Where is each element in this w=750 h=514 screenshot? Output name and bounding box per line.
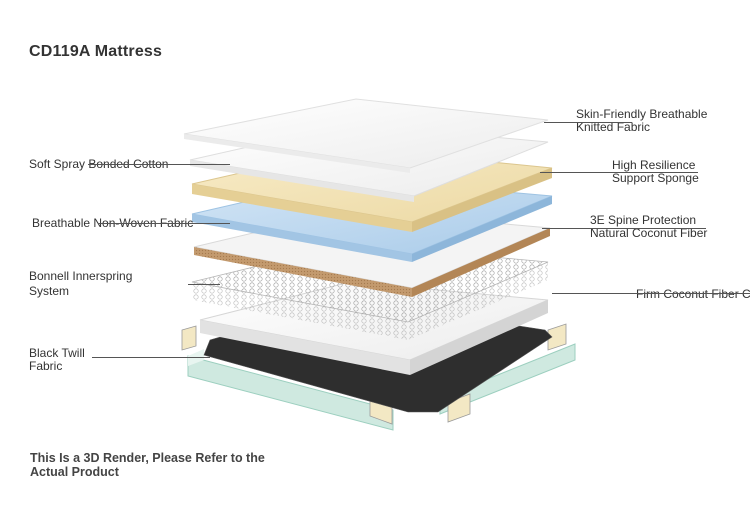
label-black-twill-fabric: Black Twill Fabric bbox=[29, 346, 85, 373]
leader-line-spine-protection bbox=[542, 228, 706, 229]
label-firm-coconut-fiber: Firm Coconut Fiber Cu bbox=[636, 287, 750, 301]
leader-line-non-woven bbox=[98, 223, 230, 224]
label-high-resilience-sponge: High Resilience Support Sponge bbox=[612, 158, 699, 185]
base-frame bbox=[181, 323, 576, 431]
label-bonnell-innerspring: Bonnell Innerspring System bbox=[29, 269, 133, 298]
leader-line-high-resilience bbox=[540, 172, 698, 173]
leader-line-soft-spray bbox=[88, 164, 230, 165]
render-disclaimer-note: This Is a 3D Render, Please Refer to the… bbox=[30, 451, 265, 479]
leader-line-firm-coconut bbox=[552, 293, 750, 294]
leader-line-skin-friendly bbox=[544, 122, 632, 123]
label-3e-spine-coconut-fiber: 3E Spine Protection Natural Coconut Fibe… bbox=[590, 213, 708, 240]
page-title: CD119A Mattress bbox=[29, 43, 163, 60]
leader-line-black-twill bbox=[92, 357, 210, 358]
knitted-fabric-top-layer bbox=[183, 98, 549, 173]
label-skin-friendly-knitted-fabric: Skin-Friendly Breathable Knitted Fabric bbox=[576, 107, 708, 134]
leader-line-bonnell bbox=[188, 284, 220, 285]
